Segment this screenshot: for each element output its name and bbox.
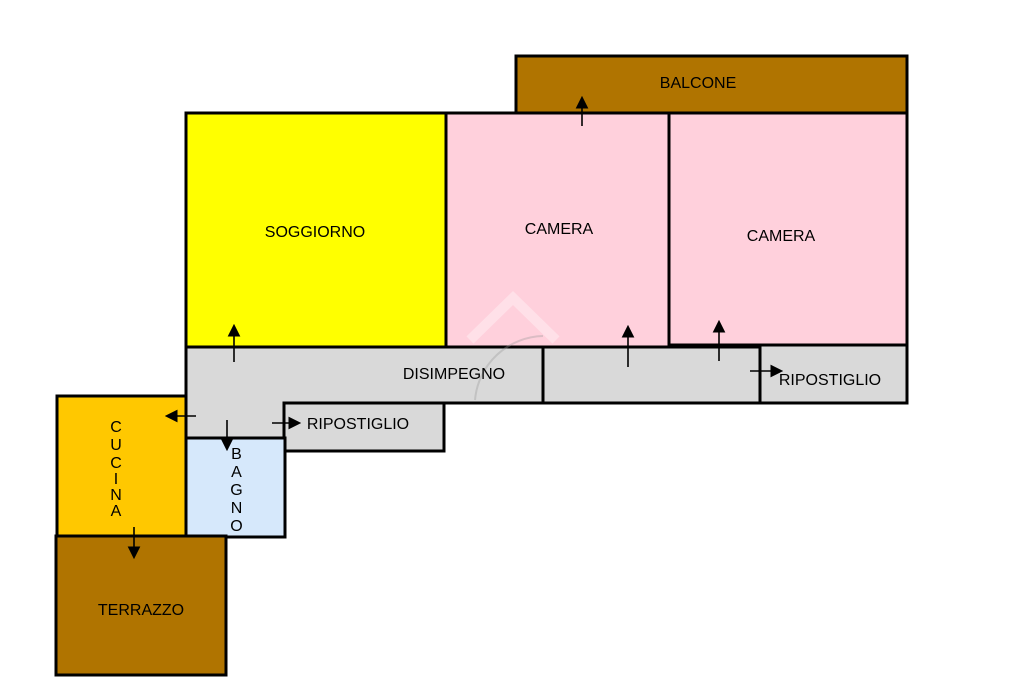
room-terrazzo (54, 534, 228, 677)
room-ripostiglio-right (758, 343, 909, 405)
watermark-logo (466, 291, 560, 401)
label-balcone: BALCONE (660, 75, 736, 92)
room-ripostiglio-left (282, 401, 446, 453)
label-cucina-letter: C (110, 455, 122, 472)
label-cucina-letter: U (110, 437, 122, 454)
label-cucina-letter: N (110, 487, 122, 504)
label-bagno: BAGNO (228, 446, 245, 536)
label-cucina-letter: C (110, 419, 122, 436)
room-camera-2 (667, 111, 909, 347)
label-ripostiglio-left: RIPOSTIGLIO (307, 416, 409, 433)
room-bagno (184, 436, 287, 539)
label-disimpegno: DISIMPEGNO (403, 366, 505, 383)
room-camera-1 (444, 111, 671, 349)
label-soggiorno: SOGGIORNO (265, 224, 365, 241)
label-cucina: C U C I N A (110, 419, 122, 520)
label-cucina-letter: I (114, 471, 118, 488)
label-ripostiglio-right: RIPOSTIGLIO (779, 372, 881, 389)
label-terrazzo: TERRAZZO (98, 602, 184, 619)
label-camera-1: CAMERA (525, 221, 594, 238)
room-soggiorno (184, 111, 448, 349)
room-disimpegno (184, 345, 762, 440)
label-cucina-letter: A (111, 503, 122, 520)
label-camera-2: CAMERA (747, 228, 816, 245)
